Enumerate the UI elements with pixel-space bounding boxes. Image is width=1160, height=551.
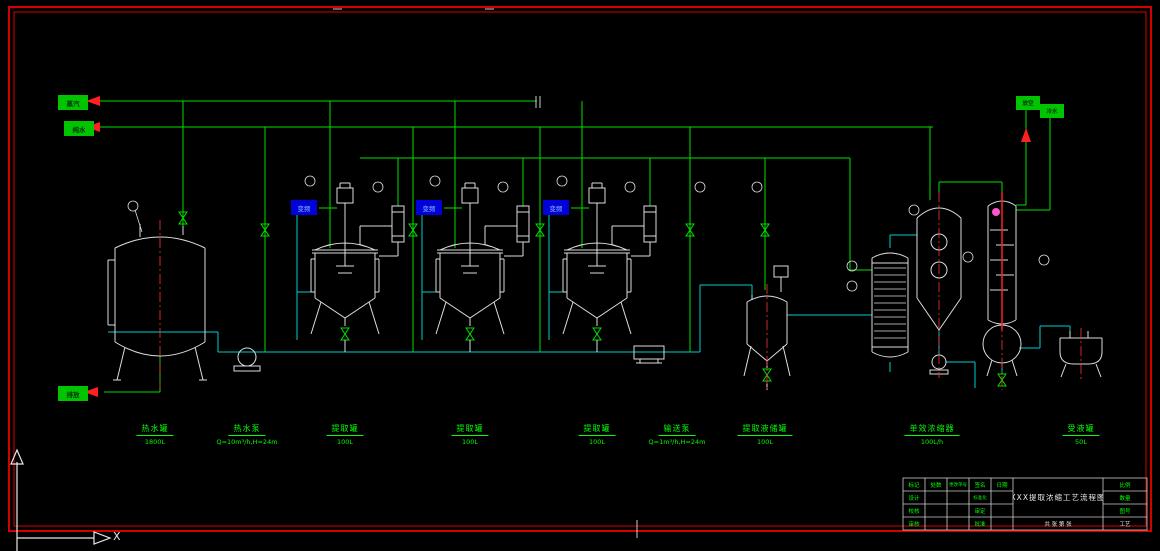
equipment-name: 提取罐 — [326, 424, 364, 436]
drain-stream-label: 排放 — [66, 390, 80, 399]
extraction-tank-1-drawing — [310, 182, 405, 352]
steam-stream-tag: 蒸汽 — [58, 95, 88, 110]
label-extract-storage-tank: 提取液储罐 100L — [737, 416, 793, 446]
equipment-spec: Q=1m³/h,H=24m — [648, 438, 706, 446]
title-block-cell-check: 校核 — [908, 508, 920, 515]
label-transfer-pump: 输送泵 Q=1m³/h,H=24m — [649, 416, 706, 446]
drawing-frame — [8, 6, 1152, 532]
equipment-name: 单效浓缩器 — [904, 424, 960, 436]
equipment-name: 输送泵 — [658, 424, 696, 436]
vfd-box-1-label: 变频 — [297, 204, 311, 213]
water-stream-label: 纯水 — [72, 125, 86, 134]
vfd-box-1: 变频 — [291, 200, 317, 215]
label-extraction-tank-1: 提取罐 100L — [326, 416, 364, 446]
title-block-cell-scale: 比例 — [1119, 482, 1131, 489]
water-stream-tag: 纯水 — [64, 121, 94, 136]
condenser-core-line — [992, 192, 1003, 330]
equipment-spec: 100L — [461, 438, 479, 446]
valve-symbols — [178, 211, 1007, 387]
hot-water-pump-drawing — [233, 347, 261, 372]
drain-stream-tag: 排放 — [58, 386, 88, 401]
title-block-cell-standard: 标准化 — [973, 495, 987, 501]
condenser-port-dot — [992, 208, 1000, 216]
hot-water-tank-drawing — [107, 224, 207, 381]
instrument-bubbles — [127, 175, 1050, 292]
equipment-name: 提取罐 — [578, 424, 616, 436]
title-block-cell-approve2: 批准 — [974, 521, 986, 528]
title-block-cell-review: 审核 — [908, 521, 920, 528]
title-block-cell-qty: 数量 — [1119, 495, 1131, 502]
label-extraction-tank-2: 提取罐 100L — [451, 416, 489, 446]
equipment-spec: Q=10m³/h,H=24m — [216, 438, 278, 446]
equipment-name: 提取液储罐 — [737, 424, 793, 436]
vent-stream-label: 放空 — [1022, 101, 1034, 107]
label-hot-water-pump: 热水泵 Q=10m³/h,H=24m — [216, 416, 277, 446]
title-block-cell-mark: 标记 — [908, 482, 920, 489]
vfd-box-3-label: 变频 — [549, 204, 563, 213]
equipment-name: 提取罐 — [451, 424, 489, 436]
process-piping — [108, 212, 1071, 388]
vfd-box-3: 变频 — [543, 200, 569, 215]
vent-stream-tag: 放空 — [1016, 96, 1040, 110]
cooling-stream-tag: 冷水 — [1040, 104, 1064, 118]
utility-piping — [84, 100, 1051, 393]
title-block-cell-design: 设计 — [908, 495, 920, 502]
equipment-spec: 100L/h — [920, 438, 944, 446]
steam-stream-label: 蒸汽 — [66, 99, 80, 108]
axis-x-label: X — [113, 530, 121, 543]
reference-ticks — [333, 8, 638, 538]
equipment-spec: 100L — [756, 438, 774, 446]
label-receiving-tank: 受液罐 50L — [1062, 416, 1100, 446]
title-block-cell-count: 处数 — [930, 482, 942, 489]
equipment-spec: 100L — [588, 438, 606, 446]
extraction-tank-2-drawing — [435, 182, 530, 352]
title-block-cell-sign: 签名 — [974, 482, 986, 489]
drawing-title: XXX提取浓缩工艺流程图 — [1013, 493, 1103, 502]
title-block-grid — [902, 477, 1148, 531]
centerlines — [159, 192, 1082, 390]
title-block-cell-change-no: 更改单号 — [949, 482, 967, 488]
vfd-box-2-label: 变频 — [422, 204, 436, 213]
extraction-tank-3-drawing — [562, 182, 657, 352]
vfd-box-2: 变频 — [416, 200, 442, 215]
label-extraction-tank-3: 提取罐 100L — [578, 416, 616, 446]
title-block-cell-dept: 工艺 — [1119, 521, 1131, 528]
label-evaporator: 单效浓缩器 100L/h — [904, 416, 960, 446]
title-block-cell-dwg-no: 图号 — [1119, 508, 1131, 515]
title-block-cell-date: 日期 — [996, 482, 1008, 489]
equipment-name: 热水泵 — [228, 424, 266, 436]
equipment-name: 受液罐 — [1062, 424, 1100, 436]
ucs-axis-icon — [10, 448, 112, 551]
cooling-stream-label: 冷水 — [1046, 109, 1058, 115]
equipment-spec: 1800L — [144, 438, 166, 446]
equipment-spec: 100L — [336, 438, 354, 446]
title-block-sheet: 共 张 第 张 — [1044, 521, 1072, 528]
equipment-spec: 50L — [1075, 438, 1087, 446]
evaporator-heater-drawing — [871, 252, 909, 358]
label-hot-water-tank: 热水罐 1800L — [136, 416, 174, 446]
equipment-name: 热水罐 — [136, 424, 174, 436]
title-block-cell-approve1: 审定 — [974, 508, 986, 515]
transfer-pump-drawing — [633, 345, 665, 364]
